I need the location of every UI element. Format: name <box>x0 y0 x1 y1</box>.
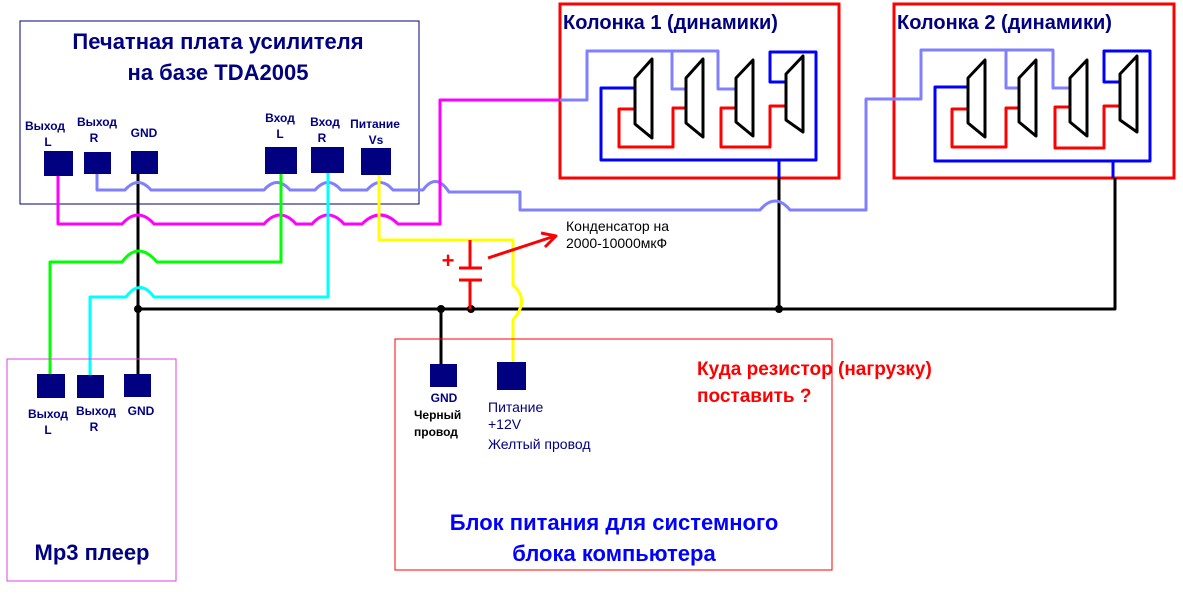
speaker-2-drivers <box>966 54 1139 139</box>
mp3-pin-out-l-label: Выход <box>28 407 68 421</box>
speaker-driver-icon <box>1017 58 1038 138</box>
speaker-driver-icon <box>1118 54 1139 134</box>
psu-gnd-desc-line2: провод <box>414 425 458 439</box>
psu-title-line2: блока компьютера <box>512 541 716 566</box>
amplifier-board: Печатная плата усилителя на базе TDA2005… <box>19 20 420 205</box>
amp-pin-in-r[interactable]: Вход R <box>310 115 344 173</box>
amp-pin-out-l-side: L <box>44 135 51 149</box>
psu-gnd-desc-line1: Черный <box>414 408 461 422</box>
wire-ground <box>136 174 1117 375</box>
speaker-driver-icon <box>734 58 755 138</box>
speaker-driver-icon <box>684 57 705 139</box>
mp3-pin-out-r-pad[interactable] <box>77 375 104 398</box>
speaker-driver-icon <box>633 57 654 140</box>
amplifier-title-line1: Печатная плата усилителя <box>72 29 363 54</box>
speaker-2-border <box>892 2 1176 180</box>
amp-pin-gnd[interactable]: GND <box>131 126 158 174</box>
amp-pin-gnd-label: GND <box>131 126 158 140</box>
mp3-pin-out-r-label: Выход <box>76 404 116 418</box>
amp-pin-out-l-label: Выход <box>25 119 65 133</box>
resistor-question: Куда резистор (нагрузку) поставить ? <box>697 359 932 407</box>
psu-pin-power-pad[interactable] <box>497 362 526 390</box>
amp-pin-in-r-label: Вход <box>310 115 340 129</box>
speaker-1-plus-bus <box>560 49 736 102</box>
power-supply-border <box>394 338 833 571</box>
wire-out-r <box>95 97 894 212</box>
power-supply: GND Черный провод Питание +12V Желтый пр… <box>394 338 833 571</box>
amp-pin-in-l-pad[interactable] <box>265 147 297 174</box>
amp-pin-in-r-side: R <box>318 131 327 145</box>
wire-in-l <box>48 174 283 380</box>
amp-pin-out-r-side: R <box>90 131 99 145</box>
amp-pin-out-r-pad[interactable] <box>84 152 111 174</box>
capacitor: + Конденсатор на 2000-10000мкФ <box>442 218 669 309</box>
psu-gnd-label: GND <box>431 391 458 405</box>
mp3-pin-out-l-side: L <box>44 423 51 437</box>
wire-vs <box>377 175 523 362</box>
speaker-1-series-links <box>617 104 786 149</box>
wire-in-r <box>88 173 330 380</box>
speaker-2-title: Колонка 2 (динамики) <box>897 12 1112 34</box>
amp-pin-in-r-pad[interactable] <box>311 147 344 173</box>
psu-pin-power[interactable]: Питание +12V Желтый провод <box>488 362 591 452</box>
psu-pin-gnd[interactable]: GND Черный провод <box>414 364 461 439</box>
amp-pin-in-l-label: Вход <box>265 111 295 125</box>
psu-power-line3: Желтый провод <box>488 436 591 452</box>
speaker-2: Колонка 2 (динамики) <box>892 2 1176 180</box>
amp-pin-vs-pad[interactable] <box>361 148 391 175</box>
speaker-1-border <box>558 2 841 180</box>
mp3-player-border <box>6 358 177 582</box>
speaker-1-title: Колонка 1 (динамики) <box>563 12 778 34</box>
amp-pin-gnd-pad[interactable] <box>131 151 158 174</box>
psu-power-line1: Питание <box>488 399 543 415</box>
psu-pin-gnd-pad[interactable] <box>430 364 457 387</box>
amp-pin-out-l-pad[interactable] <box>44 151 73 176</box>
speaker-1-minus-loop <box>599 50 818 178</box>
junction-dot <box>437 305 445 313</box>
mp3-pin-out-r[interactable]: Выход R <box>76 375 116 434</box>
amplifier-board-border <box>19 20 420 205</box>
amp-pin-out-r-label: Выход <box>77 115 117 129</box>
capacitor-symbol <box>459 240 482 309</box>
amp-pin-in-l[interactable]: Вход L <box>265 111 297 174</box>
speaker-2-series-links <box>950 104 1120 150</box>
amp-pin-vs-side: Vs <box>369 133 384 147</box>
mp3-pin-out-l[interactable]: Выход L <box>28 374 68 437</box>
speaker-driver-icon <box>1068 58 1089 138</box>
mp3-pin-gnd[interactable]: GND <box>124 374 155 418</box>
question-line2: поставить ? <box>697 386 812 407</box>
question-line1: Куда резистор (нагрузку) <box>697 359 932 380</box>
mp3-player: Выход L Выход R GND Mp3 плеер <box>6 358 177 582</box>
mp3-pin-out-l-pad[interactable] <box>37 374 65 398</box>
capacitor-label-line2: 2000-10000мкФ <box>566 235 667 251</box>
speaker-2-plus-bus <box>894 48 1070 101</box>
speaker-driver-icon <box>784 54 805 134</box>
mp3-pin-out-r-side: R <box>90 420 99 434</box>
amp-pin-vs-label: Питание <box>350 117 400 131</box>
speaker-2-minus-loop <box>933 49 1152 178</box>
amp-pin-in-l-side: L <box>276 127 283 141</box>
speaker-1: Колонка 1 (динамики) <box>558 2 841 180</box>
mp3-pin-gnd-pad[interactable] <box>124 374 151 397</box>
capacitor-polarity-plus: + <box>442 248 455 273</box>
capacitor-label-line1: Конденсатор на <box>566 218 669 234</box>
mp3-pin-gnd-label: GND <box>128 404 155 418</box>
junction-dot <box>134 305 142 313</box>
junction-dot <box>775 305 783 313</box>
psu-power-line2: +12V <box>488 416 522 432</box>
capacitor-arrow-icon <box>487 231 558 260</box>
amp-pin-out-r[interactable]: Выход R <box>77 115 117 174</box>
mp3-player-title: Mp3 плеер <box>35 540 150 565</box>
amp-pin-out-l[interactable]: Выход L <box>25 119 73 176</box>
psu-title-line1: Блок питания для системного <box>450 510 779 535</box>
speaker-driver-icon <box>966 58 987 139</box>
wires <box>48 97 1117 380</box>
speaker-1-drivers <box>633 54 805 140</box>
amp-pin-vs[interactable]: Питание Vs <box>350 117 400 175</box>
amplifier-title-line2: на базе TDA2005 <box>128 60 309 85</box>
